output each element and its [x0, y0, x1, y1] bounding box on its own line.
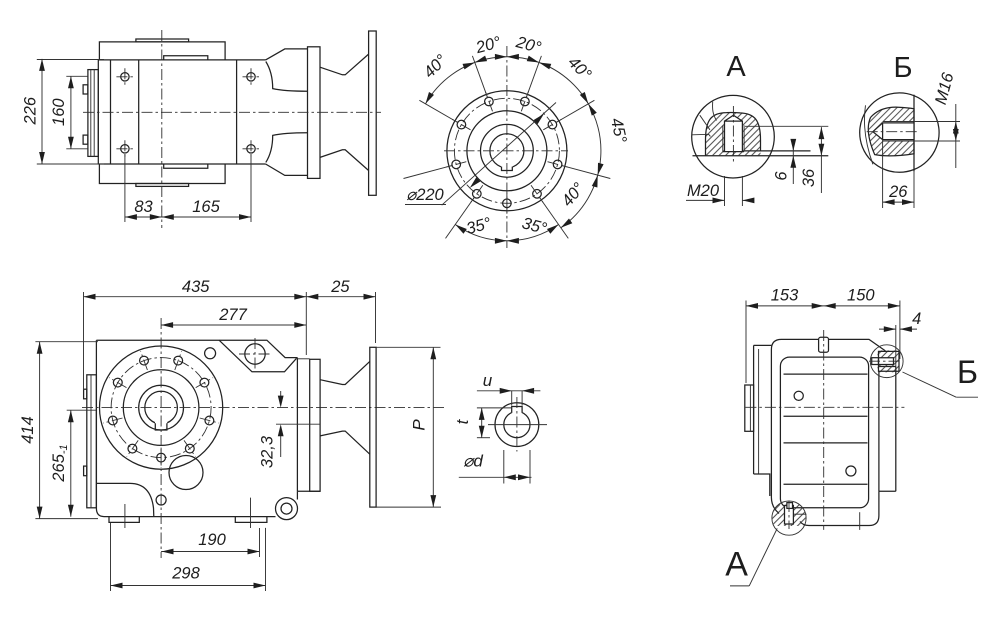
svg-text:Р: Р [410, 419, 429, 431]
svg-text:А: А [726, 51, 746, 83]
svg-text:35°: 35° [464, 214, 493, 238]
svg-text:277: 277 [218, 306, 247, 324]
svg-text:26: 26 [888, 183, 908, 201]
svg-text:А: А [725, 546, 748, 584]
svg-text:45°: 45° [607, 116, 630, 145]
svg-text:160: 160 [50, 98, 68, 126]
svg-text:165: 165 [192, 198, 220, 216]
svg-text:36: 36 [800, 168, 818, 187]
svg-text:35°: 35° [520, 214, 549, 238]
svg-text:414: 414 [19, 416, 37, 444]
svg-text:435: 435 [182, 278, 210, 296]
svg-text:32,3: 32,3 [259, 435, 277, 468]
svg-text:226: 226 [21, 96, 39, 125]
svg-text:153: 153 [771, 287, 799, 305]
svg-text:4: 4 [912, 310, 921, 328]
svg-text:190: 190 [198, 531, 226, 549]
svg-text:83: 83 [134, 198, 153, 216]
svg-text:Б: Б [893, 52, 912, 84]
svg-text:М20: М20 [687, 182, 720, 200]
svg-text:298: 298 [171, 565, 200, 583]
svg-text:6: 6 [773, 171, 791, 181]
svg-text:⌀220: ⌀220 [406, 186, 444, 204]
svg-text:150: 150 [847, 287, 875, 305]
svg-text:и: и [483, 371, 493, 390]
svg-text:25: 25 [330, 278, 350, 296]
svg-text:t: t [453, 418, 472, 424]
svg-text:⌀d: ⌀d [463, 452, 483, 471]
svg-text:Б: Б [957, 354, 978, 390]
